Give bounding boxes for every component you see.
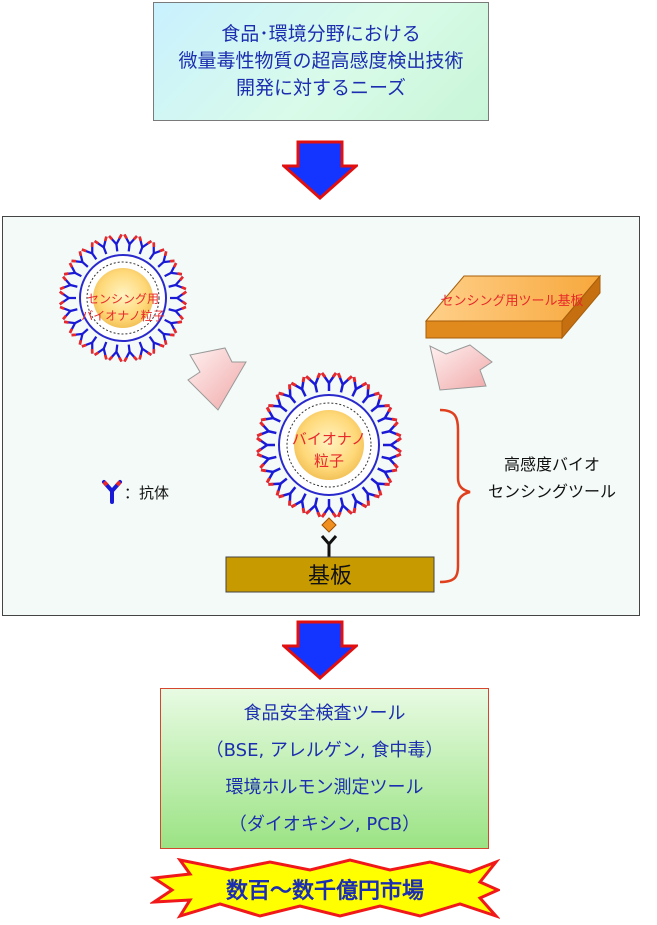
antibody-icon [370, 477, 390, 496]
antibody-icon [59, 305, 78, 321]
applications-line-3: 環境ホルモン測定ツール [225, 776, 424, 798]
pink-arrow-left-icon [187, 347, 247, 411]
antibody-icon [305, 372, 322, 393]
antibody-icon [164, 262, 183, 278]
antibody-icon [93, 236, 108, 255]
down-arrow-icon [282, 140, 358, 200]
antibody-icon [377, 406, 398, 423]
antibody-icon [63, 262, 82, 278]
down-arrow-icon [282, 620, 358, 680]
sensing-particle [58, 233, 188, 363]
antibody-icon [58, 290, 77, 306]
substrate-label: 基板 [308, 564, 352, 589]
sensing-particle-label-1: センシング用 [87, 292, 159, 306]
antibody-icon [320, 499, 338, 518]
antibody-icon [256, 452, 277, 469]
applications-line-4: （ダイオキシン, PCB） [228, 813, 421, 835]
antibody-icon [256, 421, 277, 438]
antibody-icon [138, 236, 153, 255]
antibody-icon [361, 384, 380, 404]
antibody-legend-label: ：抗体 [124, 484, 169, 502]
applications-line-1: 食品安全検査ツール [243, 702, 406, 724]
antibody-icon [108, 233, 123, 252]
antibody-icon [351, 493, 368, 514]
tool-label-2: センシングツール [488, 482, 616, 501]
antibody-icon [381, 452, 402, 469]
antibody-icon [108, 344, 123, 363]
antibody-icon [268, 394, 288, 413]
antibody-icon [123, 344, 138, 363]
bionano-particle [256, 372, 402, 518]
needs-line-1: 食品･環境分野における [221, 23, 421, 45]
tool-label-1: 高感度バイオ [504, 455, 600, 474]
pink-arrow-right-icon [429, 344, 493, 391]
antibody-icon [71, 328, 89, 345]
antibody-legend-icon [102, 480, 122, 504]
antibody-icon [268, 477, 288, 496]
applications-box: 食品安全検査ツール （BSE, アレルゲン, 食中毒） 環境ホルモン測定ツール … [160, 688, 489, 849]
antibody-icon [290, 493, 307, 514]
antibody-icon [370, 394, 390, 413]
market-banner-text: 数百～数千億円市場 [226, 878, 424, 904]
antibody-icon [138, 341, 153, 360]
antibody-icon [381, 421, 402, 438]
antibody-icon [148, 242, 165, 260]
antibody-icon [290, 376, 307, 397]
substrate-rect [225, 556, 435, 593]
antibody-icon [383, 436, 402, 454]
antibody-icon [260, 467, 281, 484]
antibody-icon [336, 497, 353, 518]
antibody-icon [168, 275, 187, 291]
sensing-particle-label-2: バイオナノ粒子 [81, 308, 164, 323]
antibody-icon [169, 290, 188, 306]
antibody-icon [168, 305, 187, 321]
antibody-icon [336, 372, 353, 393]
antibody-icon [256, 436, 275, 454]
applications-line-2: （BSE, アレルゲン, 食中毒） [205, 739, 444, 761]
market-banner: 数百～数千億円市場 [150, 858, 500, 919]
antibody-icon [148, 336, 165, 354]
bracket-icon [439, 408, 471, 584]
antibody-icon [81, 242, 98, 260]
antibody-icon [320, 372, 338, 391]
antibody-icon [157, 328, 175, 345]
antibody-icon [164, 318, 183, 334]
antibody-icon [278, 486, 297, 506]
antibody-icon [81, 336, 98, 354]
center-particle-label-1: バイオナノ [292, 430, 366, 448]
antibody-icon [278, 384, 297, 404]
linker-antibody-icon [320, 517, 338, 557]
tool-substrate-label: センシング用ツール基板 [440, 294, 583, 309]
needs-box: 食品･環境分野における 微量毒性物質の超高感度検出技術 開発に対するニーズ [153, 2, 489, 121]
antibody-icon [63, 318, 82, 334]
center-particle-label-2: 粒子 [314, 452, 344, 470]
needs-line-2: 微量毒性物質の超高感度検出技術 [178, 50, 464, 72]
antibody-icon [351, 376, 368, 397]
antibody-icon [157, 251, 175, 268]
antibody-icon [71, 251, 89, 268]
antibody-icon [377, 467, 398, 484]
antibody-icon [59, 275, 78, 291]
tool-substrate-plate [424, 274, 602, 340]
antibody-icon [305, 497, 322, 518]
antibody-icon [260, 406, 281, 423]
antibody-icon [361, 486, 380, 506]
antibody-icon [93, 341, 108, 360]
antibody-icon [123, 233, 138, 252]
needs-line-3: 開発に対するニーズ [235, 77, 407, 99]
